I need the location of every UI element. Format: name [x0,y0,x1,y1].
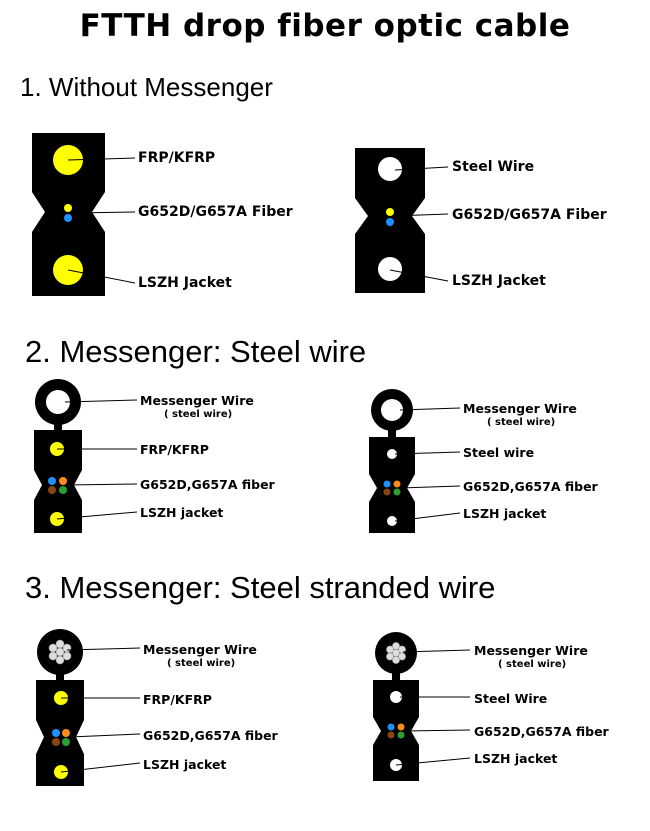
label-messenger-2b: Messenger Wire [463,401,577,416]
cable-3b-jacket [373,680,419,781]
label-frp-1a: FRP/KFRP [138,150,216,166]
cable-2a-fiber-green [59,486,67,494]
cable-1b-steel [355,148,449,293]
cable-2a-jacket [34,430,82,533]
section-heading-without-messenger: 1. Without Messenger [20,72,273,102]
cable-2b-steel-messenger [369,389,461,533]
label-messenger-3b: Messenger Wire [474,643,588,658]
cable-3b-fiber-brown [387,731,395,739]
cable-3b-steel-top [390,691,402,703]
label-lszh-3a: LSZH jacket [143,757,227,772]
cable-1b-fiber-yellow [386,208,394,216]
cable-2a-fiber-blue [48,477,56,485]
cable-2a-fiber-brown [48,486,56,494]
label-messenger-sub-2a: ( steel wire) [164,409,233,420]
cable-1a-fiber-blue [64,214,72,222]
label-steel-3b: Steel Wire [474,691,548,706]
label-fiber-2b: G652D,G657A fiber [463,479,598,494]
cable-2b-steel-top [387,449,397,459]
cable-2a-messenger-wire [46,390,70,414]
cable-2b-fiber-orange [393,480,401,488]
cable-3a-fiber-blue [52,729,60,737]
label-messenger-2a: Messenger Wire [140,393,254,408]
cable-2b-fiber-brown [383,488,391,496]
cable-2b-messenger-wire [381,399,403,421]
label-messenger-sub-3a: ( steel wire) [167,658,236,669]
label-frp-2a: FRP/KFRP [140,442,209,457]
cable-3b-steel-stranded [373,632,471,781]
label-fiber-1b: G652D/G657A Fiber [452,207,607,223]
label-fiber-3b: G652D,G657A fiber [474,724,609,739]
cable-3b-fiber-blue [387,723,395,731]
label-lszh-1b: LSZH Jacket [452,273,546,289]
label-steel-2b: Steel wire [463,445,535,460]
label-messenger-sub-2b: ( steel wire) [487,417,556,428]
label-lszh-2b: LSZH jacket [463,506,547,521]
label-fiber-1a: G652D/G657A Fiber [138,204,293,220]
cable-2a-fiber-orange [59,477,67,485]
label-fiber-3a: G652D,G657A fiber [143,728,278,743]
cable-2b-jacket [369,437,415,533]
label-lszh-2a: LSZH jacket [140,505,224,520]
cable-1a-frp [32,133,136,296]
cable-3a-fiber-brown [52,738,60,746]
label-steel-1b: Steel Wire [452,159,535,175]
cable-3a-fiber-green [62,738,70,746]
label-messenger-3a: Messenger Wire [143,642,257,657]
cable-3b-fiber-orange [397,723,405,731]
section-heading-steel-wire: 2. Messenger: Steel wire [25,334,367,369]
cable-3a-stranded-wire [48,639,72,665]
cable-3a-frp-stranded [36,629,141,786]
cable-2b-fiber-green [393,488,401,496]
label-lszh-3b: LSZH jacket [474,751,558,766]
cable-3b-stranded-wire [386,642,406,664]
page-title: FTTH drop fiber optic cable [79,8,571,44]
cable-3b-fiber-green [397,731,405,739]
cable-2b-steel-bottom [387,516,397,526]
cable-2b-fiber-blue [383,480,391,488]
label-fiber-2a: G652D,G657A fiber [140,477,275,492]
cable-1b-steel-top [378,157,402,181]
cable-3a-fiber-orange [62,729,70,737]
cable-1a-fiber-yellow [64,204,72,212]
cable-1b-steel-bottom [378,257,402,281]
label-frp-3a: FRP/KFRP [143,692,212,707]
label-lszh-1a: LSZH Jacket [138,275,232,291]
section-heading-stranded-wire: 3. Messenger: Steel stranded wire [25,570,496,605]
cable-1b-fiber-blue [386,218,394,226]
label-messenger-sub-3b: ( steel wire) [498,659,567,670]
cable-2a-frp-messenger [34,379,138,533]
